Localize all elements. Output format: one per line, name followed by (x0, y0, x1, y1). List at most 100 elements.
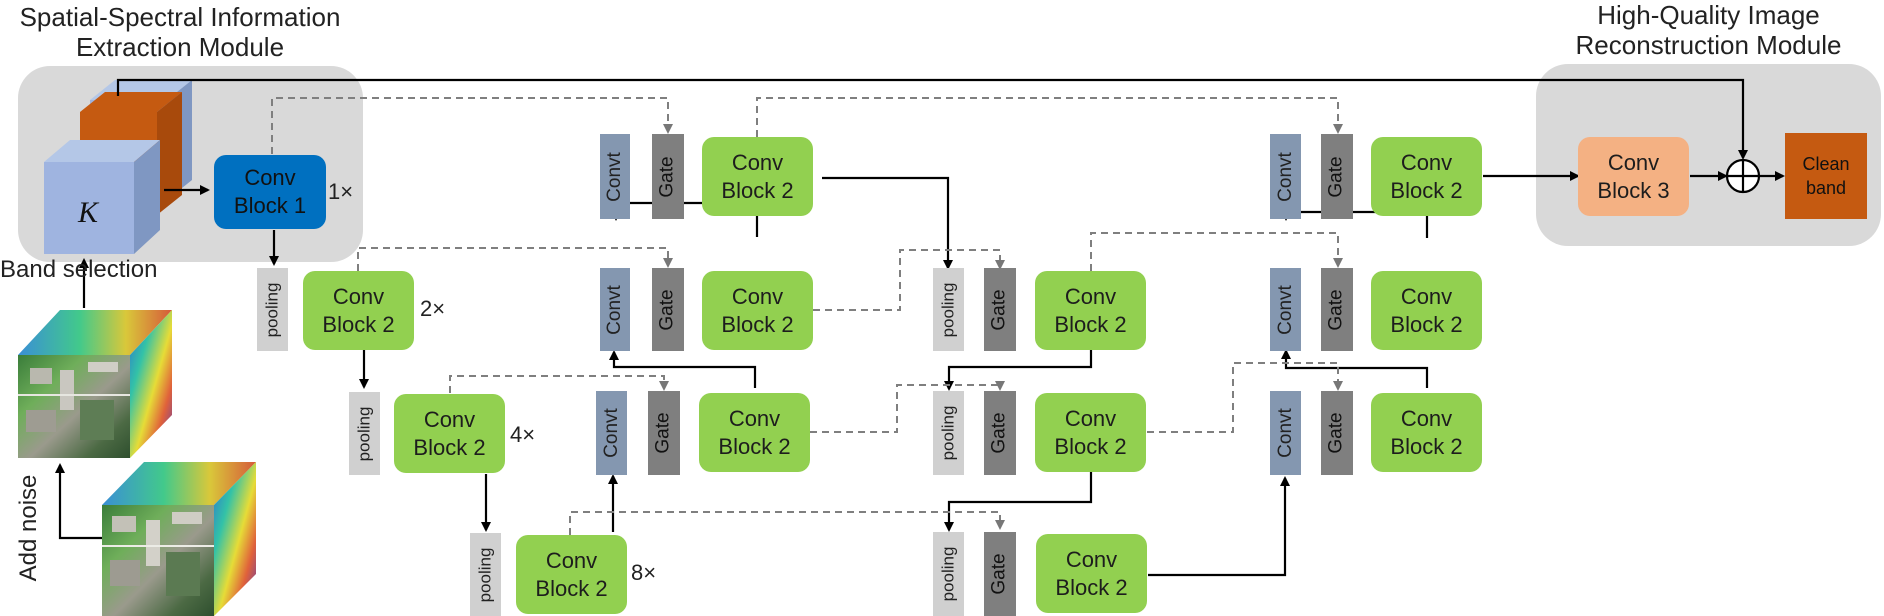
pooling-4-label: pooling (938, 282, 958, 337)
multiplier-1x: 1× (328, 179, 354, 204)
multiplier-2x: 2× (420, 296, 446, 321)
gate-dec1-l1-label: Gate (657, 155, 679, 198)
conv-e2l2-line2: Block 2 (1054, 311, 1127, 337)
conv-l3-line2: Block 2 (413, 434, 486, 460)
dashed-skip-connections (271, 97, 1343, 535)
convt-dec2-l2: Convt (1270, 268, 1301, 351)
convt-dec2-l3: Convt (1270, 391, 1301, 475)
gate-dec2-l2-label: Gate (1326, 288, 1348, 331)
add-noise-label: Add noise (15, 474, 42, 582)
gate-dec2-l1: Gate (1321, 134, 1353, 219)
recon-title-line1: High-Quality Image (1597, 0, 1820, 30)
clean-band-output: Clean band (1785, 133, 1867, 219)
conv-e2l3-line2: Block 2 (1054, 433, 1127, 459)
gate-dec1-l2: Gate (652, 268, 684, 351)
reconstruction-module-title: High-Quality Image Reconstruction Module (1536, 0, 1881, 60)
recon-title-line2: Reconstruction Module (1575, 30, 1842, 60)
gate-dec1-l3: Gate (648, 391, 680, 475)
conv-d1l2-line1: Conv (731, 283, 784, 309)
convt-dec1-l3-label: Convt (600, 408, 622, 458)
gate-dec1-l2-label: Gate (657, 288, 679, 331)
conv-bn1-line1: Conv (545, 547, 598, 573)
solid-arrows (55, 78, 1785, 577)
gate-dec2-l1-label: Gate (1326, 155, 1348, 198)
conv-block-3-line1: Conv (1607, 149, 1660, 175)
convt-dec1-l3: Convt (596, 391, 627, 475)
noisy-hsi-image (18, 310, 172, 458)
conv-d2l3-line2: Block 2 (1390, 433, 1463, 459)
convt-dec2-l1-label: Convt (1274, 151, 1296, 202)
spatial-spectral-module-title: Spatial-Spectral Information Extraction … (0, 2, 360, 62)
multiplier-4x: 4× (510, 422, 536, 447)
convt-dec1-l1-label: Convt (604, 151, 626, 202)
pooling-5-label: pooling (938, 405, 958, 461)
multiplier-8x: 8× (631, 560, 657, 585)
conv-e2l3-line1: Conv (1064, 405, 1117, 431)
conv-d1l1-line2: Block 2 (721, 177, 794, 203)
clean-band-line1: Clean (1802, 154, 1850, 174)
conv-bn1-line2: Block 2 (535, 575, 608, 601)
cube-k-letter: K (77, 196, 100, 229)
pooling-5: pooling (933, 391, 964, 475)
band-selection-label: Band selection (0, 256, 158, 283)
convt-dec2-l3-label: Convt (1274, 408, 1296, 458)
pooling-2: pooling (349, 392, 380, 475)
convt-dec1-l1: Convt (600, 134, 630, 219)
conv-d1l2-line2: Block 2 (721, 311, 794, 337)
pooling-4: pooling (933, 268, 964, 351)
gate-enc2-l3: Gate (984, 391, 1016, 475)
pooling-6-label: pooling (938, 546, 958, 602)
convt-dec1-l2-label: Convt (604, 284, 626, 335)
conv-block-1: Conv Block 1 (214, 155, 326, 229)
conv-block-3-line2: Block 3 (1597, 177, 1670, 203)
spatial-title-line2: Extraction Module (75, 32, 285, 62)
gate-enc2-l2: Gate (984, 268, 1016, 351)
gate-bottleneck-2: Gate (984, 532, 1016, 616)
convt-dec2-l2-label: Convt (1274, 284, 1296, 335)
conv-d1l3-line1: Conv (728, 405, 781, 431)
pooling-1: pooling (257, 268, 288, 351)
gate-dec1-l1: Gate (652, 134, 684, 219)
gate-dec2-l3: Gate (1321, 391, 1353, 475)
conv-d2l2-line2: Block 2 (1390, 311, 1463, 337)
conv-block-1-line1: Conv (244, 165, 296, 190)
clean-hsi-image (102, 462, 256, 616)
pooling-3-label: pooling (475, 547, 495, 602)
conv-d2l3-line1: Conv (1400, 405, 1453, 431)
conv-e2l2-line1: Conv (1064, 283, 1117, 309)
conv-bn2-line2: Block 2 (1055, 574, 1128, 600)
gate-enc2-l3-label: Gate (989, 412, 1011, 454)
gate-dec2-l2: Gate (1321, 268, 1353, 351)
clean-band-line2: band (1805, 178, 1847, 198)
conv-d2l1-line2: Block 2 (1390, 177, 1463, 203)
conv-d2l2-line1: Conv (1400, 283, 1453, 309)
convt-dec1-l2: Convt (600, 268, 630, 351)
spatial-title-line1: Spatial-Spectral Information (19, 2, 341, 32)
band-cube-stack (44, 80, 192, 254)
conv-block-1-line2: Block 1 (233, 193, 307, 218)
gate-dec1-l3-label: Gate (653, 412, 675, 454)
conv-d1l3-line2: Block 2 (718, 433, 791, 459)
convt-dec2-l1: Convt (1270, 134, 1301, 219)
conv-l2-line1: Conv (332, 283, 385, 309)
conv-bn2-line1: Conv (1065, 546, 1118, 572)
pooling-6: pooling (933, 532, 964, 616)
pooling-2-label: pooling (354, 406, 374, 461)
conv-l2-line2: Block 2 (322, 311, 395, 337)
pooling-3: pooling (470, 533, 501, 616)
pooling-1-label: pooling (262, 282, 282, 337)
gate-dec2-l3-label: Gate (1326, 412, 1348, 454)
